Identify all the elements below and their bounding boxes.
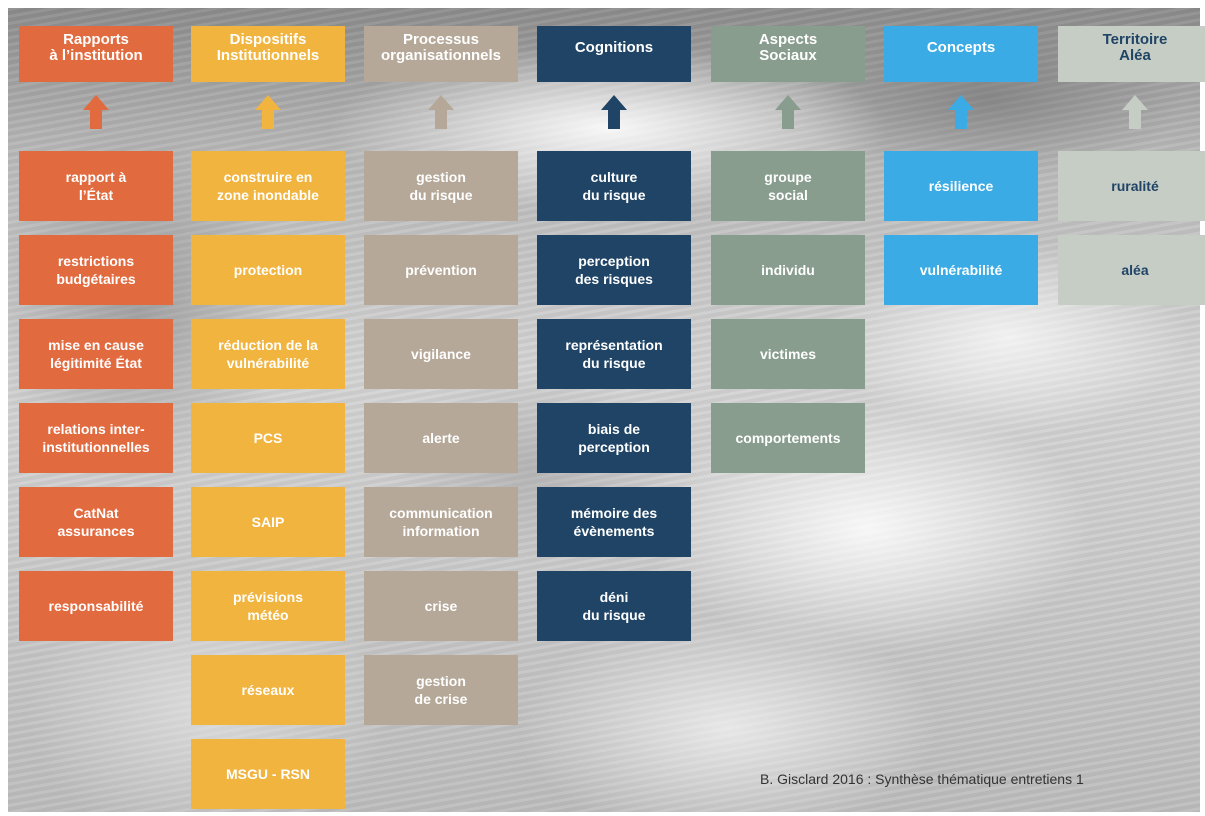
column-header: Cognitions: [537, 26, 691, 82]
theme-box: individu: [711, 235, 865, 305]
theme-box: SAIP: [191, 487, 345, 557]
theme-box: prévention: [364, 235, 518, 305]
caption: B. Gisclard 2016 : Synthèse thématique e…: [760, 771, 1084, 787]
theme-box: alerte: [364, 403, 518, 473]
theme-box: ruralité: [1058, 151, 1205, 221]
up-arrow-icon: [1122, 95, 1148, 129]
column-header: Concepts: [884, 26, 1038, 82]
theme-box: comportements: [711, 403, 865, 473]
theme-box: victimes: [711, 319, 865, 389]
theme-box: protection: [191, 235, 345, 305]
theme-box: crise: [364, 571, 518, 641]
theme-box: vigilance: [364, 319, 518, 389]
up-arrow-icon: [428, 95, 454, 129]
theme-box: PCS: [191, 403, 345, 473]
theme-box: MSGU - RSN: [191, 739, 345, 809]
theme-box: vulnérabilité: [884, 235, 1038, 305]
up-arrow-icon: [775, 95, 801, 129]
up-arrow-icon: [601, 95, 627, 129]
theme-box: relations inter-institutionnelles: [19, 403, 173, 473]
up-arrow-icon: [255, 95, 281, 129]
up-arrow-icon: [948, 95, 974, 129]
theme-box: réseaux: [191, 655, 345, 725]
theme-box: résilience: [884, 151, 1038, 221]
up-arrow-icon: [83, 95, 109, 129]
theme-box: aléa: [1058, 235, 1205, 305]
theme-box: responsabilité: [19, 571, 173, 641]
